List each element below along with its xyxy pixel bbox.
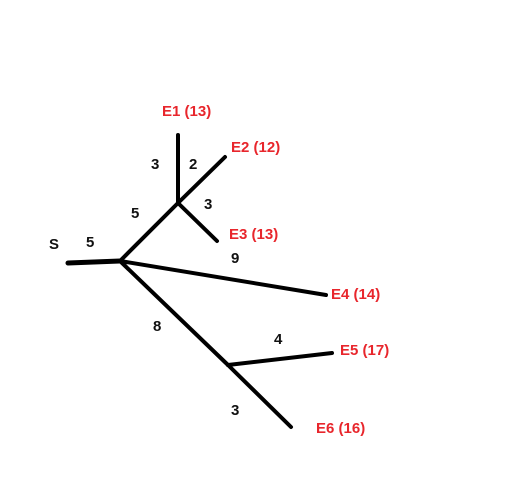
endpoint-e4-label: E4 (14) xyxy=(331,286,381,303)
edge-b-e2 xyxy=(176,155,227,205)
edge-s-a xyxy=(65,258,123,266)
endpoint-e2-label: E2 (12) xyxy=(231,139,281,156)
weight-a-b: 5 xyxy=(131,205,140,222)
weight-b-e3: 3 xyxy=(204,196,213,213)
endpoint-e3-label: E3 (13) xyxy=(229,226,279,243)
edge-c-e5 xyxy=(226,351,334,367)
weight-c-e5: 4 xyxy=(274,331,283,348)
endpoint-e1-label: E1 (13) xyxy=(162,103,212,120)
weight-b-e1: 3 xyxy=(151,156,160,173)
edge-a-e4 xyxy=(118,259,328,297)
weight-a-e4: 9 xyxy=(231,250,240,267)
edge-b-e3 xyxy=(176,201,219,243)
edge-c-e6 xyxy=(226,363,293,429)
endpoint-e6-label: E6 (16) xyxy=(316,420,366,437)
weight-c-e6: 3 xyxy=(231,402,240,419)
edge-a-b xyxy=(118,201,180,263)
weight-s-a: 5 xyxy=(86,234,95,251)
edge-a-c xyxy=(118,259,230,367)
endpoint-e5-label: E5 (17) xyxy=(340,342,390,359)
weight-b-e2: 2 xyxy=(189,156,198,173)
start-label: S xyxy=(49,236,60,253)
weight-a-c: 8 xyxy=(153,318,162,335)
